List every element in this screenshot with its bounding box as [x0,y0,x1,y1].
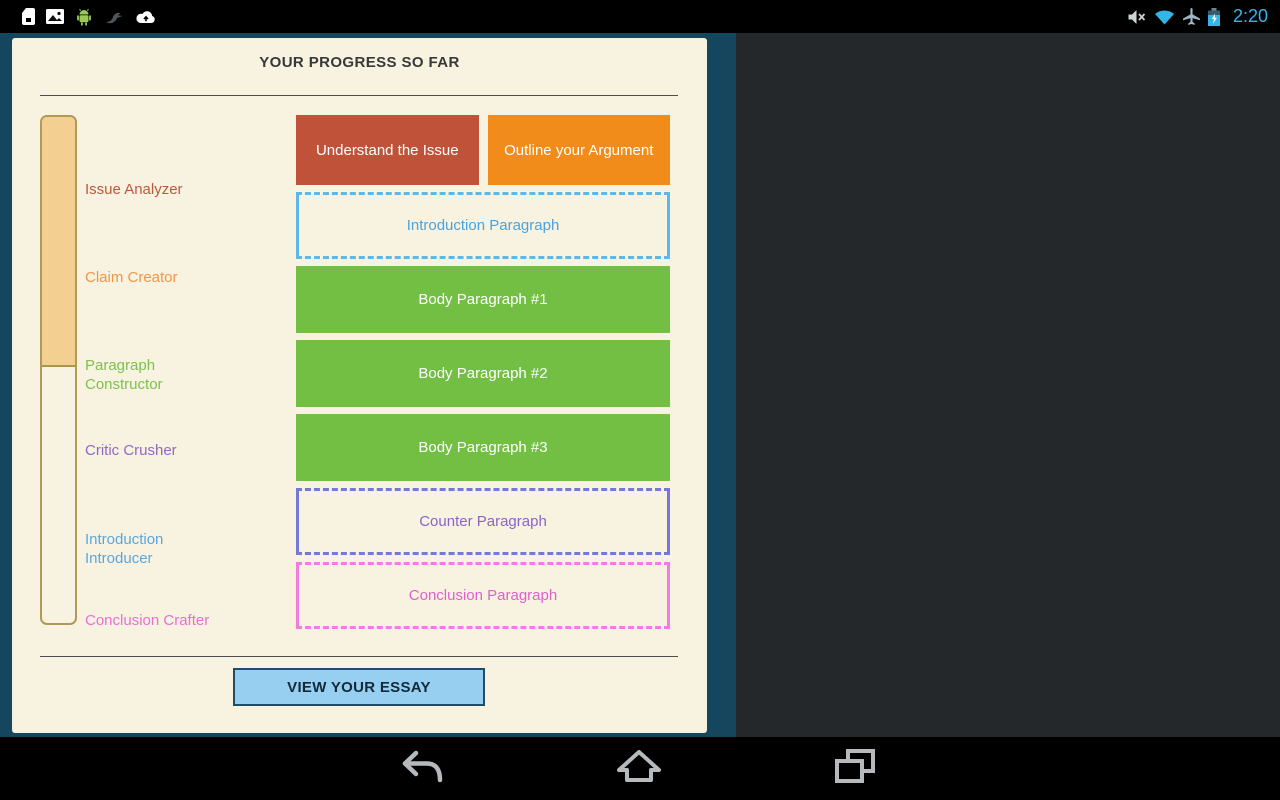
progress-card: YOUR PROGRESS SO FAR Issue Analyzer Clai… [12,38,707,733]
sd-card-icon [22,8,35,25]
box-counter-paragraph[interactable]: Counter Paragraph [296,488,670,555]
home-icon [615,749,663,788]
stage-label-critic-crusher: Critic Crusher [85,442,177,459]
navigation-bar [0,737,1280,800]
top-box-row: Understand the Issue Outline your Argume… [296,115,670,185]
status-bar-notifications [22,8,156,26]
bird-icon [104,9,124,25]
app-window: YOUR PROGRESS SO FAR Issue Analyzer Clai… [0,33,736,737]
bottom-divider [40,656,678,657]
android-icon [75,8,93,26]
box-introduction-paragraph[interactable]: Introduction Paragraph [296,192,670,259]
page-title: YOUR PROGRESS SO FAR [259,54,460,71]
airplane-mode-icon [1182,8,1200,25]
back-button[interactable] [375,737,471,800]
stage-label-issue-analyzer: Issue Analyzer [85,181,183,198]
progress-meter [40,115,77,625]
box-body-paragraph-3[interactable]: Body Paragraph #3 [296,414,670,481]
box-body-paragraph-2[interactable]: Body Paragraph #2 [296,340,670,407]
back-icon [400,749,446,788]
recents-button[interactable] [807,737,903,800]
clock: 2:20 [1232,6,1268,26]
top-divider [40,95,678,96]
view-essay-button[interactable]: VIEW YOUR ESSAY [233,668,485,706]
cloud-upload-icon [135,9,156,24]
wifi-icon [1154,9,1175,25]
stage-label-claim-creator: Claim Creator [85,269,178,286]
status-bar: 2:20 [0,0,1280,33]
stage-label-introduction-introducer: Introduction Introducer [85,531,164,567]
box-understand-the-issue[interactable]: Understand the Issue [296,115,479,185]
box-conclusion-paragraph[interactable]: Conclusion Paragraph [296,562,670,629]
stage-label-paragraph-constructor: Paragraph Constructor [85,357,163,393]
progress-fill [42,117,75,368]
recents-icon [833,748,877,789]
mute-icon [1127,9,1146,25]
gallery-icon [46,9,64,24]
paragraph-boxes: Understand the Issue Outline your Argume… [296,115,670,629]
battery-charging-icon [1207,7,1220,26]
home-button[interactable] [591,737,687,800]
box-outline-your-argument[interactable]: Outline your Argument [487,115,670,185]
stage-label-conclusion-crafter: Conclusion Crafter [85,612,210,629]
box-body-paragraph-1[interactable]: Body Paragraph #1 [296,266,670,333]
status-bar-system: 2:20 [1127,6,1270,27]
